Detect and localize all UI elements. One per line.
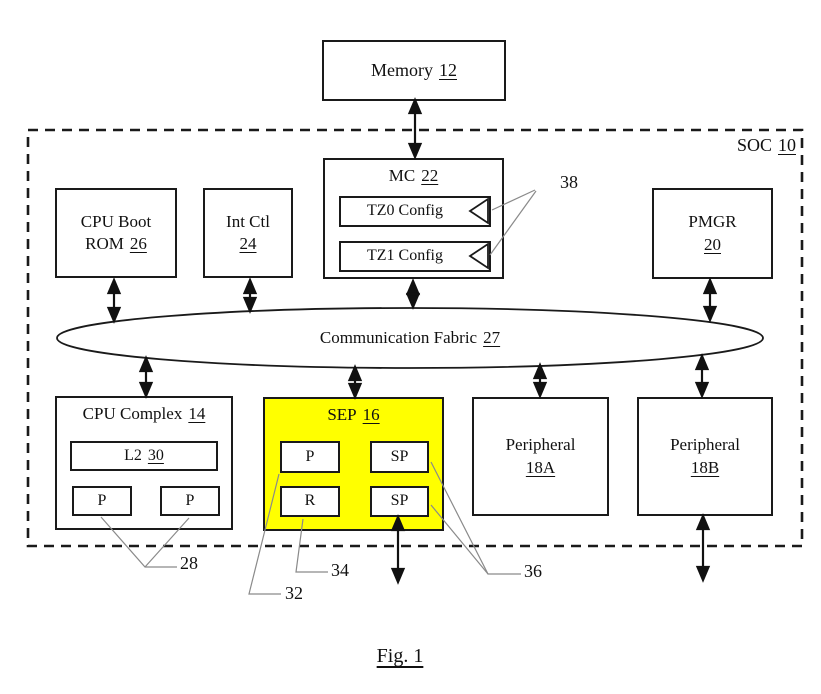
callout-28: 28 (180, 553, 198, 573)
soc-ref: 10 (778, 135, 796, 155)
peripheral-b-label: Peripheral (670, 435, 740, 455)
arrow-memory-mc (407, 97, 423, 160)
mc-label: MC (388, 166, 416, 185)
sep-title: SEP 16 (327, 404, 379, 426)
arrow-fabric-peripheral-b (694, 353, 710, 399)
tz1-config-register: TZ1 Config (339, 241, 491, 272)
peripheral-b-ref: 18B (690, 457, 720, 477)
l2-ref: 30 (147, 446, 164, 464)
communication-fabric: Communication Fabric 27 (255, 325, 565, 351)
pmgr-ref: 20 (704, 234, 721, 254)
mc-ref: 22 (421, 166, 439, 185)
l2-cache-block: L2 30 (70, 441, 218, 471)
l2-label: L2 (124, 446, 142, 464)
sep-processor-block: P (280, 441, 340, 473)
cpu-boot-rom-ref: 26 (129, 234, 147, 253)
cpu-processor-2: P (160, 486, 220, 516)
arrow-fabric-sep (347, 364, 363, 400)
soc-label-text: SOC (736, 135, 772, 155)
sep-ref: 16 (362, 405, 380, 424)
tz1-config-label: TZ1 Config (367, 247, 443, 265)
arrow-bootrom-fabric (106, 277, 122, 324)
sep-processor-label: P (305, 447, 315, 465)
tz0-config-label: TZ0 Config (367, 202, 443, 220)
sep-rom-label: R (304, 492, 316, 510)
sep-rom-block: R (280, 486, 340, 517)
cpu-processor-1-label: P (97, 491, 107, 509)
arrow-intctl-fabric (242, 277, 258, 314)
cpu-boot-rom-block: CPU Boot ROM 26 (55, 188, 177, 278)
callout-32: 32 (285, 583, 303, 603)
pmgr-label: PMGR (688, 212, 737, 232)
cpu-complex-label: CPU Complex (82, 404, 183, 423)
cpu-complex-title: CPU Complex 14 (83, 403, 206, 425)
arrow-fabric-peripheral-a (532, 362, 548, 399)
sep-label: SEP (327, 405, 357, 424)
memory-ref: 12 (439, 59, 457, 80)
fabric-label: Communication Fabric (319, 328, 478, 347)
peripheral-a-block: Peripheral 18A (472, 397, 609, 516)
arrow-mc-fabric (405, 278, 421, 310)
int-ctl-label: Int Ctl (226, 211, 270, 231)
int-ctl-block: Int Ctl 24 (203, 188, 293, 278)
peripheral-a-ref: 18A (525, 457, 556, 477)
cpu-processor-1: P (72, 486, 132, 516)
cpu-processor-2-label: P (185, 491, 195, 509)
cpu-complex-ref: 14 (188, 404, 206, 423)
sep-secure-peripheral-2: SP (370, 486, 429, 517)
peripheral-a-label: Peripheral (505, 435, 576, 455)
arrow-peripheral-b-external (695, 513, 711, 583)
sep-secure-peripheral-1: SP (370, 441, 429, 473)
callout-36: 36 (524, 561, 542, 581)
callout-38: 38 (560, 172, 578, 192)
tz0-config-register: TZ0 Config (339, 196, 491, 227)
arrow-pmgr-fabric (702, 277, 718, 323)
memory-label: Memory (371, 59, 433, 80)
soc-label: SOC 10 (688, 135, 796, 156)
int-ctl-ref: 24 (239, 234, 257, 253)
callout-34: 34 (331, 560, 349, 580)
memory-block: Memory 12 (322, 40, 506, 101)
fabric-ref: 27 (483, 328, 501, 347)
sep-secure-peripheral-1-label: SP (390, 447, 409, 465)
sep-secure-peripheral-2-label: SP (390, 492, 409, 510)
figure-caption: Fig. 1 (376, 645, 424, 667)
cpu-boot-rom-line1: CPU Boot (80, 211, 152, 231)
peripheral-b-block: Peripheral 18B (637, 397, 773, 516)
pmgr-block: PMGR 20 (652, 188, 773, 279)
cpu-boot-rom-line2-text: ROM (85, 234, 124, 253)
arrow-fabric-cpucomplex (138, 355, 154, 399)
cpu-boot-rom-line2: ROM 26 (85, 233, 147, 255)
mc-title: MC 22 (389, 165, 438, 187)
